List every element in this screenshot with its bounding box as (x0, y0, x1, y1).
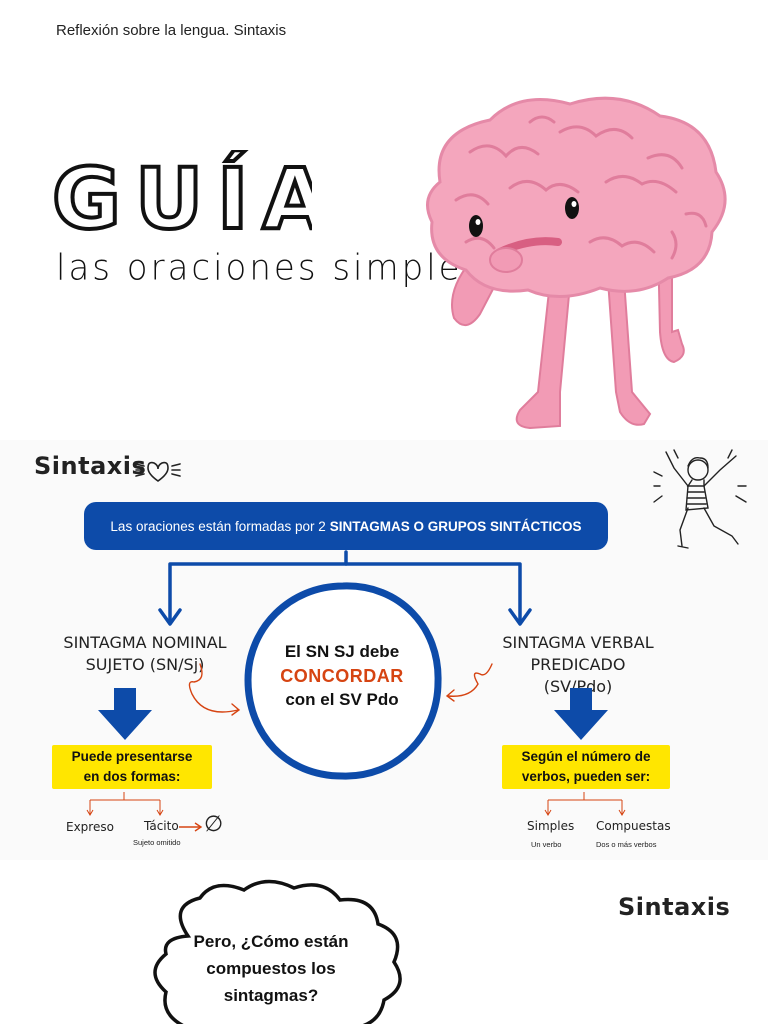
sintaxis-heading: Sintaxis (34, 452, 147, 480)
small-red-arrow-icon (179, 822, 203, 832)
red-curl-arrow-left-icon (188, 663, 241, 716)
right-box-line-1: Según el número de (521, 749, 651, 764)
option-compuestas: Compuestas (596, 819, 671, 833)
right-box-line-2: verbos, pueden ser: (521, 769, 651, 784)
branch-left-connector (86, 792, 164, 816)
left-box-line-2: en dos formas: (83, 769, 181, 784)
sintagmas-banner: Las oraciones están formadas por 2 SINTA… (84, 502, 608, 550)
concordar-circle (244, 582, 442, 780)
left-box-line-1: Puede presentarse (71, 749, 193, 764)
center-line-3: con el SV Pdo (285, 690, 399, 709)
connector-arrows (158, 550, 532, 626)
sintaxis-bottom-heading: Sintaxis (618, 893, 731, 921)
sv-line-2: (SV/Pdo) (543, 677, 613, 696)
heart-doodle-icon (135, 461, 181, 482)
sv-line-1: SINTAGMA VERBAL PREDICADO (502, 633, 654, 674)
sintagma-verbal-label: SINTAGMA VERBAL PREDICADO (SV/Pdo) (458, 632, 698, 698)
red-curl-arrow-right-icon (445, 663, 493, 702)
concordar-text: El SN SJ debe CONCORDAR con el SV Pdo (252, 640, 432, 712)
center-line-1: El SN SJ debe (284, 642, 400, 661)
brain-illustration (426, 96, 727, 430)
down-arrow-right-icon (554, 688, 608, 740)
banner-prefix-text: Las oraciones están formadas por 2 (110, 518, 326, 534)
header-text: Reflexión sobre la lengua. Sintaxis (56, 22, 287, 39)
cloud-line-2: compuestos los (206, 959, 336, 978)
title-guia-text: GUÍA (52, 150, 312, 240)
center-line-2: CONCORDAR (280, 666, 404, 686)
cloud-question: Pero, ¿Cómo están compuestos los sintagm… (168, 928, 374, 1009)
option-tacito: Tácito (144, 819, 179, 833)
option-simples: Simples (527, 819, 575, 833)
arrow-to-sn (168, 550, 348, 624)
sujeto-forms-box: Puede presentarse en dos formas: (52, 745, 212, 789)
jumping-person-illustration (653, 449, 747, 549)
title-guia: GUÍA (52, 150, 312, 240)
sintagma-nominal-label: SINTAGMA NOMINAL SUJETO (SN/Sj) (40, 632, 250, 676)
option-simples-note: Un verbo (531, 840, 562, 849)
cloud-line-3: sintagmas? (223, 986, 319, 1005)
thought-cloud (153, 879, 402, 1024)
title-subtitle: las oraciones simples (56, 247, 484, 289)
sn-line-2: SUJETO (SN/Sj) (85, 655, 205, 674)
cloud-line-1: Pero, ¿Cómo están (193, 932, 349, 951)
option-tacito-note: Sujeto omitido (133, 838, 181, 847)
predicado-types-box: Según el número de verbos, pueden ser: (502, 745, 670, 789)
branch-right-connector (544, 792, 626, 816)
banner-bold-text: SINTAGMAS O GRUPOS SINTÁCTICOS (329, 518, 582, 534)
option-compuestas-note: Dos o más verbos (596, 840, 657, 849)
sn-line-1: SINTAGMA NOMINAL (63, 633, 227, 652)
option-expreso: Expreso (66, 820, 114, 834)
empty-set-symbol: ∅ (204, 812, 224, 837)
down-arrow-left-icon (98, 688, 152, 740)
arrow-to-sv (344, 562, 522, 624)
